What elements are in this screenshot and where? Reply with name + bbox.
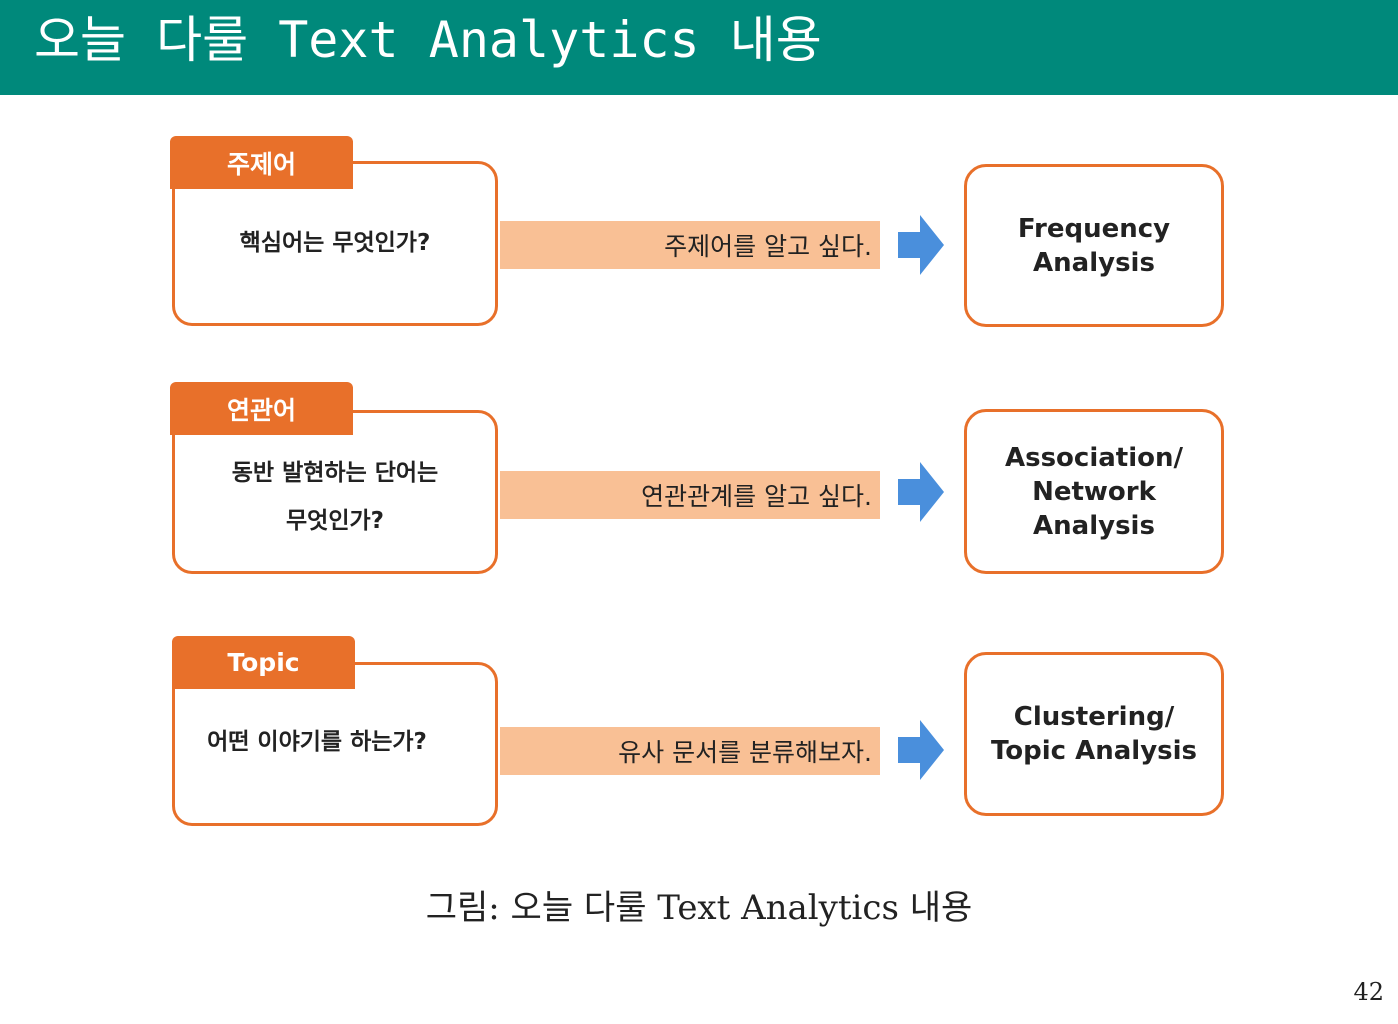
result-line: Association/ xyxy=(1004,442,1183,473)
result-box-association: Association/ Network Analysis xyxy=(964,409,1224,574)
tab-keyword: 주제어 xyxy=(170,136,353,189)
right-arrow-icon xyxy=(898,462,944,522)
slide-header: 오늘 다룰 Text Analytics 내용 xyxy=(0,0,1398,95)
result-line: Analysis xyxy=(1033,510,1155,541)
band-topic: 유사 문서를 분류해보자. xyxy=(500,727,880,775)
result-box-frequency: Frequency Analysis xyxy=(964,164,1224,327)
question-box-topic: 어떤 이야기를 하는가? xyxy=(172,662,498,826)
result-line: Analysis xyxy=(1033,247,1155,278)
band-keyword: 주제어를 알고 싶다. xyxy=(500,221,880,269)
right-arrow-icon xyxy=(898,215,944,275)
result-box-clustering: Clustering/ Topic Analysis xyxy=(964,652,1224,816)
question-line: 핵심어는 무엇인가? xyxy=(239,229,431,256)
question-box-association: 동반 발현하는 단어는 무엇인가? xyxy=(172,410,498,574)
tab-topic: Topic xyxy=(172,636,355,689)
question-line: 무엇인가? xyxy=(286,508,384,534)
result-line: Topic Analysis xyxy=(990,736,1198,766)
page-number: 42 xyxy=(1353,978,1384,1006)
right-arrow-icon xyxy=(898,720,944,780)
result-line: Frequency xyxy=(1017,213,1171,244)
question-line: 어떤 이야기를 하는가? xyxy=(207,729,427,755)
slide-title: 오늘 다룰 Text Analytics 내용 xyxy=(34,11,822,69)
result-line: Clustering/ xyxy=(1013,702,1175,732)
result-line: Network xyxy=(1032,476,1156,507)
figure-caption: 그림: 오늘 다룰 Text Analytics 내용 xyxy=(425,888,973,928)
question-line: 동반 발현하는 단어는 xyxy=(231,460,439,486)
band-association: 연관관계를 알고 싶다. xyxy=(500,471,880,519)
tab-association: 연관어 xyxy=(170,382,353,435)
